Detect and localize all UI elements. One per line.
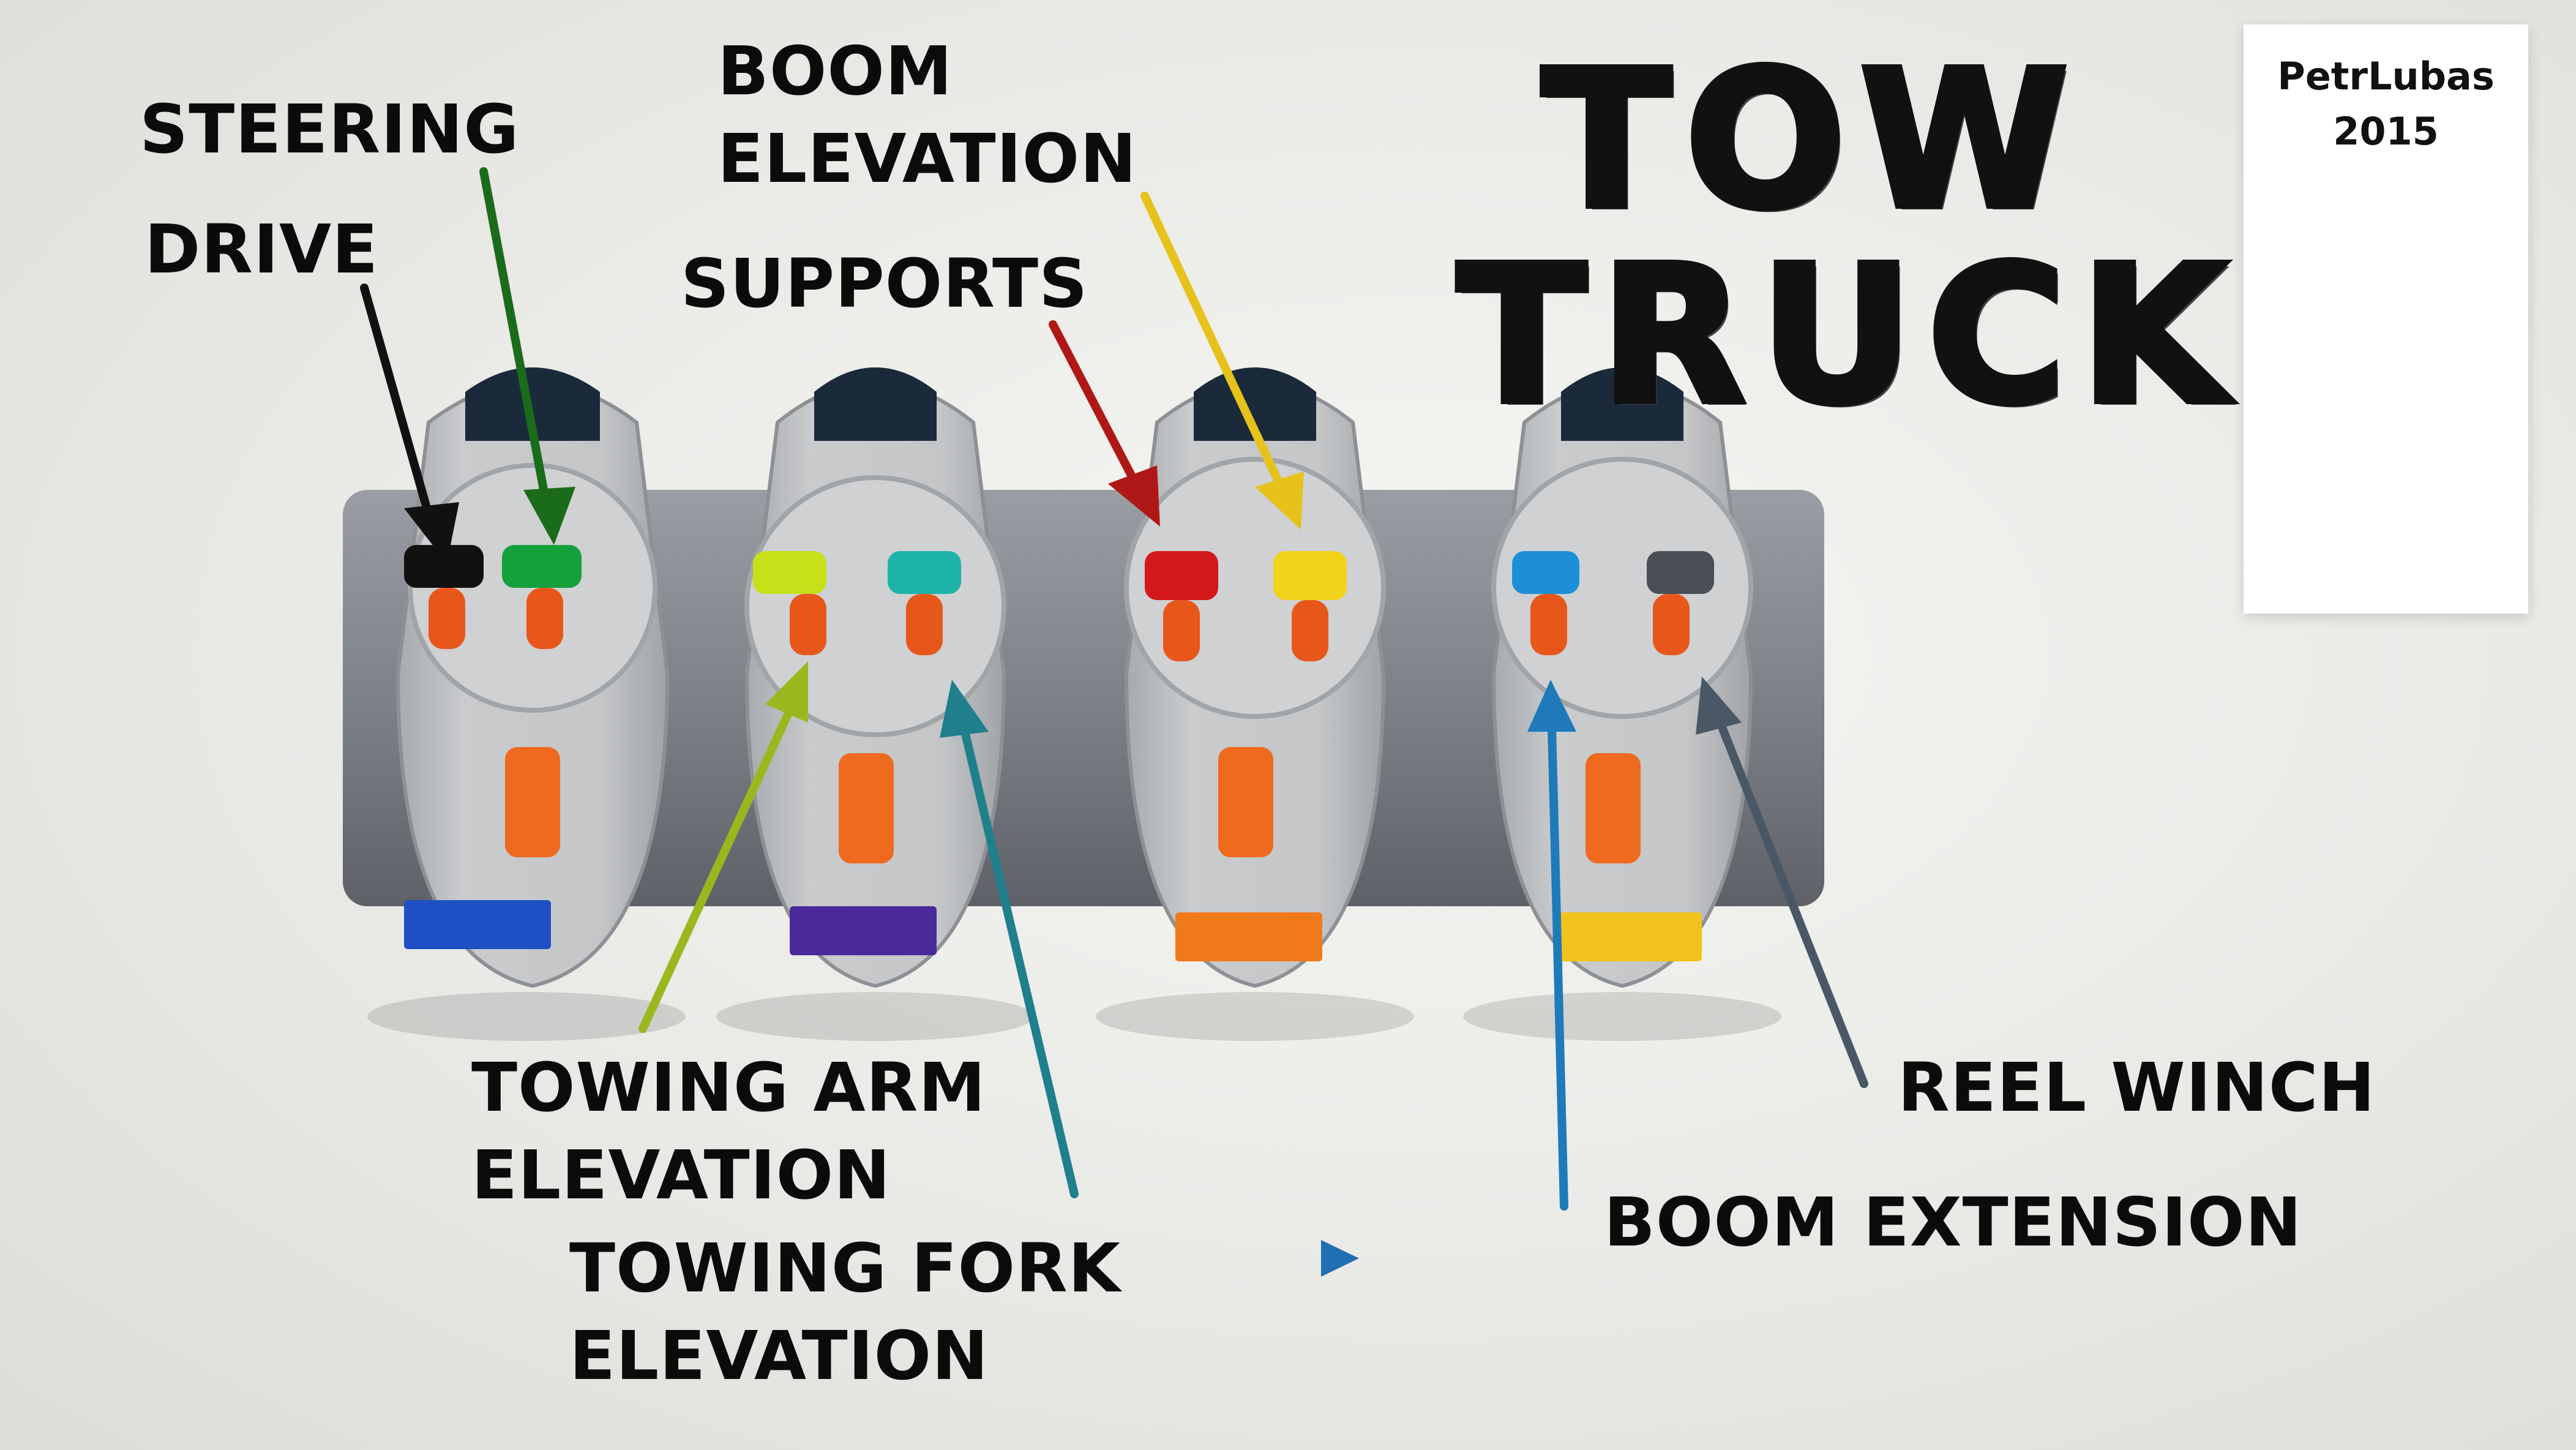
label-reel-winch: REEL WINCH xyxy=(1898,1048,2376,1127)
remote-3 xyxy=(1096,367,1414,1041)
lever-reel-winch[interactable] xyxy=(1647,551,1714,594)
arrow-steering xyxy=(479,167,549,500)
arrow-reel-winch xyxy=(1716,718,1868,1088)
lever-drive[interactable] xyxy=(404,545,484,588)
remote-1 xyxy=(367,367,686,1041)
label-towing-arm-elevation: TOWING ARM ELEVATION xyxy=(471,1048,986,1214)
label-boom-elevation: BOOM ELEVATION xyxy=(717,32,1137,198)
remote-4 xyxy=(1463,367,1781,1041)
channel-plate-blue xyxy=(404,900,551,949)
tow-truck-title: TOW TRUCK xyxy=(1454,30,2241,447)
lever-steering[interactable] xyxy=(502,545,582,588)
author-credit: PetrLubas 2015 xyxy=(2277,54,2495,154)
speed-dial[interactable] xyxy=(839,753,894,863)
remote-2 xyxy=(716,367,1035,1041)
speed-dial[interactable] xyxy=(1586,753,1641,863)
arrow-drive xyxy=(360,284,433,519)
lever-towing-arm[interactable] xyxy=(753,551,826,594)
lever-boom-extension[interactable] xyxy=(1512,551,1579,594)
lever-boom-elevation[interactable] xyxy=(1273,551,1347,600)
speed-dial[interactable] xyxy=(1218,747,1273,857)
credit-card: PetrLubas 2015 xyxy=(2244,24,2528,614)
label-supports: SUPPORTS xyxy=(681,244,1088,323)
label-steering: STEERING xyxy=(140,90,520,168)
lever-supports[interactable] xyxy=(1145,551,1218,600)
remote-stand xyxy=(343,490,1824,906)
channel-plate-orange xyxy=(1175,912,1322,961)
play-triangle-icon xyxy=(1321,1240,1359,1277)
label-boom-extension: BOOM EXTENSION xyxy=(1604,1183,2302,1261)
arrow-boom-extension xyxy=(1548,724,1568,1211)
arrow-towing-arm-elevation xyxy=(638,706,794,1033)
channel-plate-yellow xyxy=(1555,912,1702,961)
label-towing-fork-elevation: TOWING FORK ELEVATION xyxy=(569,1229,1121,1395)
arrow-towing-fork-elevation xyxy=(960,724,1079,1198)
channel-plate-purple xyxy=(790,906,937,955)
label-drive: DRIVE xyxy=(144,210,379,288)
arrow-supports xyxy=(1049,320,1137,482)
lever-towing-fork[interactable] xyxy=(888,551,961,594)
arrow-boom-elevation xyxy=(1140,192,1284,488)
speed-dial[interactable] xyxy=(505,747,560,857)
